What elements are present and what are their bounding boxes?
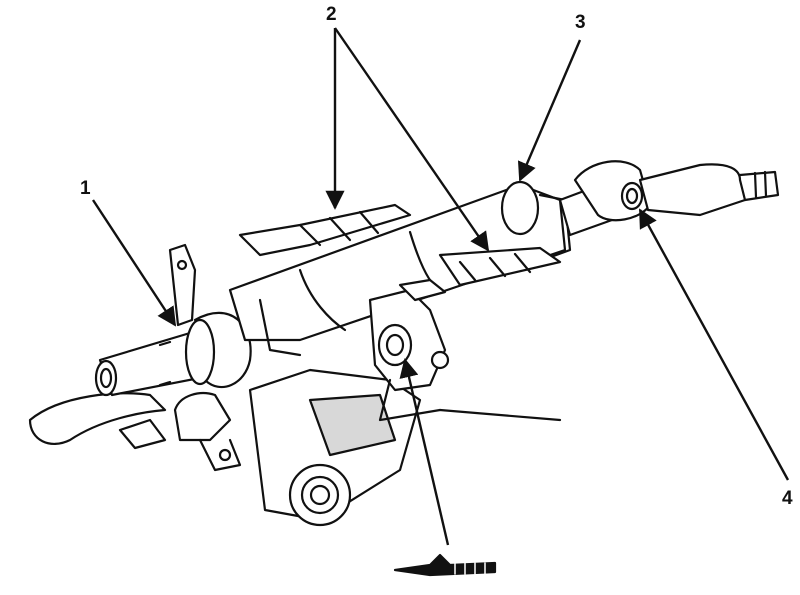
lower-mounting-bracket — [28, 243, 197, 450]
callout-1-label: 1 — [80, 178, 91, 199]
callout-3-leader — [517, 39, 582, 182]
callout-4-leader — [638, 208, 790, 481]
callout-3-label: 3 — [575, 12, 586, 33]
tilt-sensor-assembly — [368, 278, 562, 422]
column-tube — [228, 180, 572, 357]
callout-1-leader — [91, 199, 177, 327]
tool-leader — [399, 358, 450, 546]
lock-housing — [173, 368, 422, 527]
torque-tool — [393, 553, 497, 577]
callout-2-label: 2 — [326, 4, 337, 25]
tilt-brackets — [238, 203, 562, 287]
callout-2-leader-right — [334, 27, 490, 252]
upper-shaft-u-joint — [558, 160, 780, 237]
callout-4-label: 4 — [782, 488, 793, 509]
steering-shaft-lower — [94, 311, 252, 397]
